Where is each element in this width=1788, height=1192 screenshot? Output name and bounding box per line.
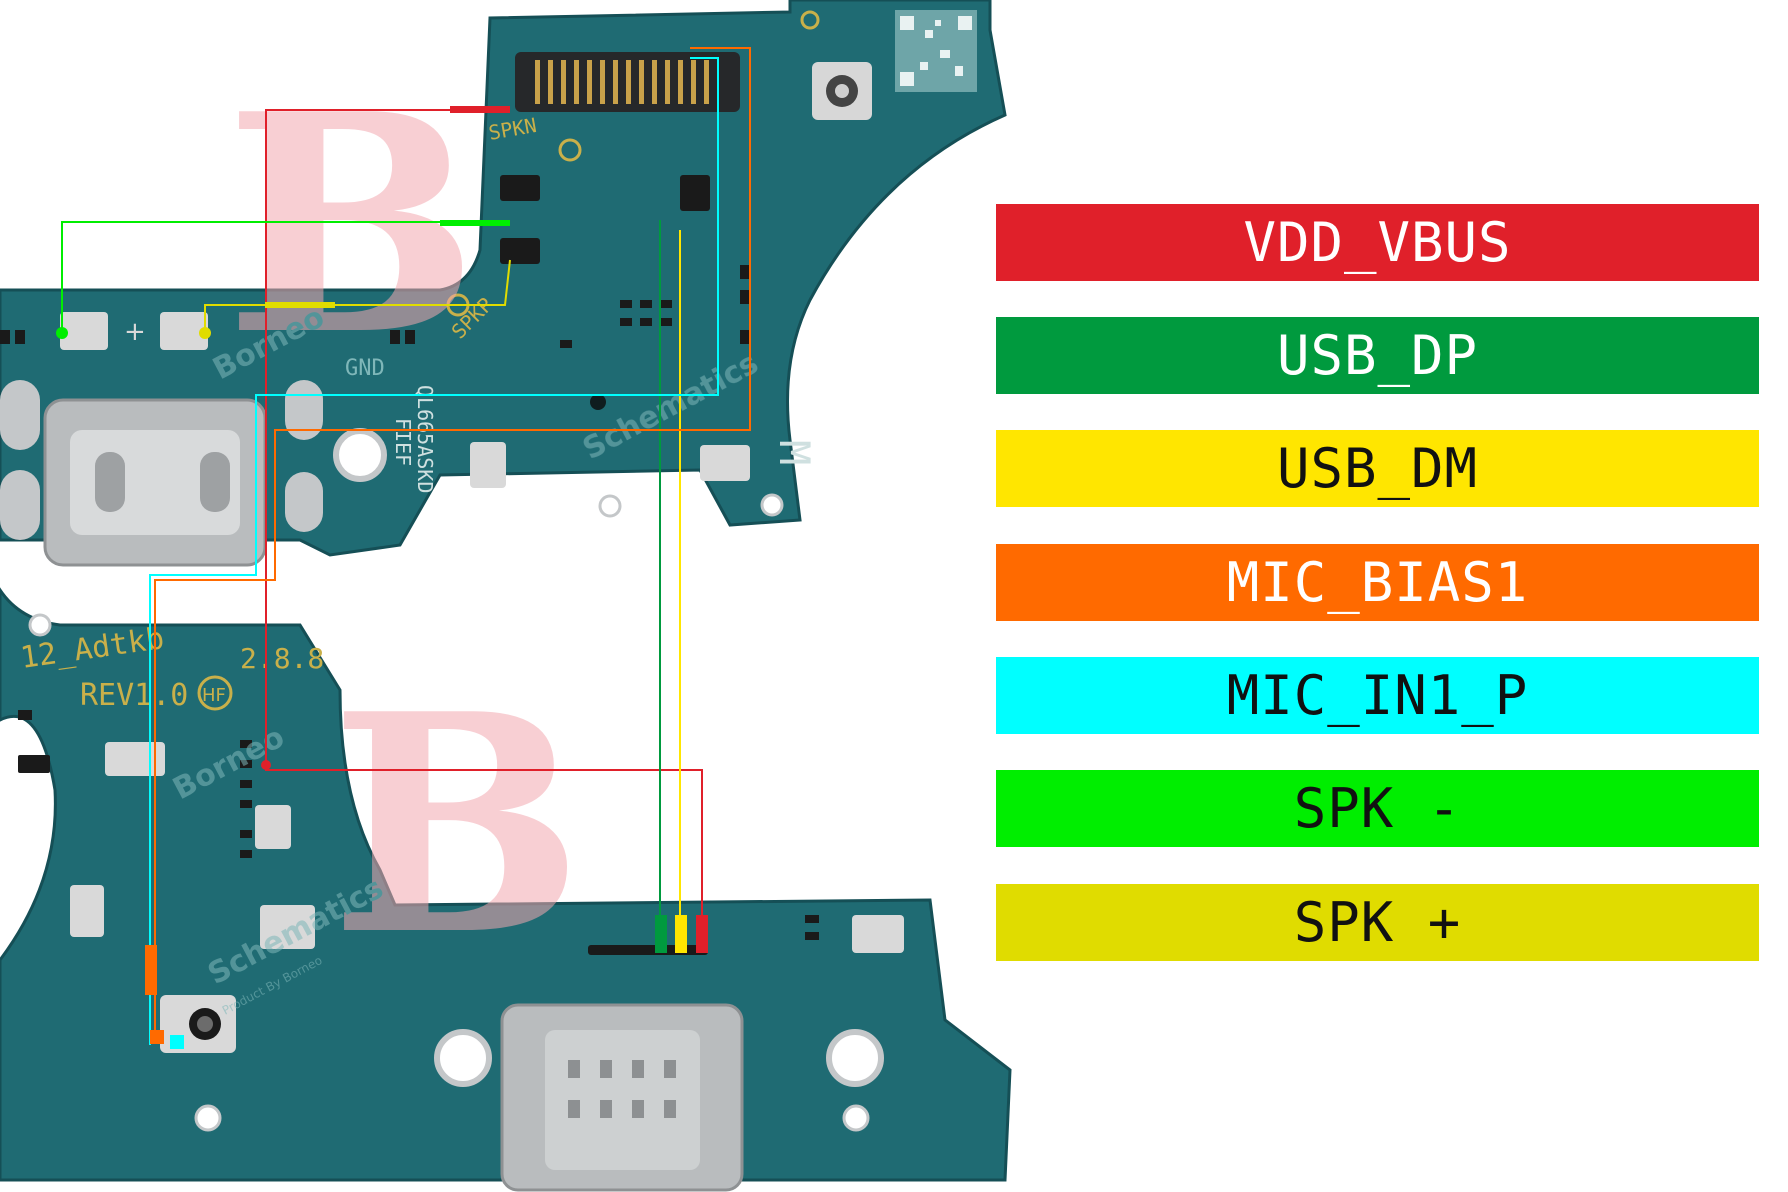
trace-spk-plus [204,259,511,333]
lower-board: 12_Adtkb REV1.0 HF 2.8.8 [0,587,1012,1192]
spk-minus-pad [60,312,108,350]
test-points [56,106,708,1049]
legend-item-spk: SPK - [996,770,1759,847]
legend-item-usb-dp: USB_DP [996,317,1759,394]
svg-text:B: B [225,48,479,401]
legend-label: SPK - [1293,777,1462,840]
legend-item-usb-dm: USB_DM [996,430,1759,507]
pcb-diagram: GND SPKN SPKP + M QL665ASKD FIEF [0,0,1012,1192]
part-code: FIEF [391,418,415,466]
letter-mark: M [770,440,819,465]
svg-text:B: B [330,648,584,1001]
upper-board: GND SPKN SPKP + M QL665ASKD FIEF [0,0,1007,567]
board-revision: REV1.0 [80,678,188,713]
trace-mic-in1-p [149,57,719,1045]
legend-label: VDD_VBUS [1243,211,1512,274]
board-version: 2.8.8 [240,642,324,675]
trace-mic-bias1 [154,47,751,1035]
legend-item-mic-in1-p: MIC_IN1_P [996,657,1759,734]
legend-item-mic-bias1: MIC_BIAS1 [996,544,1759,621]
legend-label: USB_DM [1276,437,1479,500]
legend-label: MIC_BIAS1 [1226,551,1529,614]
legend-item-vdd-vbus: VDD_VBUS [996,204,1759,281]
legend-item-spk: SPK + [996,884,1759,961]
part-number: QL665ASKD [413,385,437,493]
spk-plus-pad [160,312,208,350]
trace-spk-minus [61,221,510,333]
hf-mark: HF [202,685,226,706]
legend-label: USB_DP [1276,324,1479,387]
upper-smd-components [0,175,750,348]
legend-label: SPK + [1293,891,1462,954]
plus-mark: + [124,317,146,347]
legend-label: MIC_IN1_P [1226,664,1529,727]
gnd-label: GND [345,356,385,381]
